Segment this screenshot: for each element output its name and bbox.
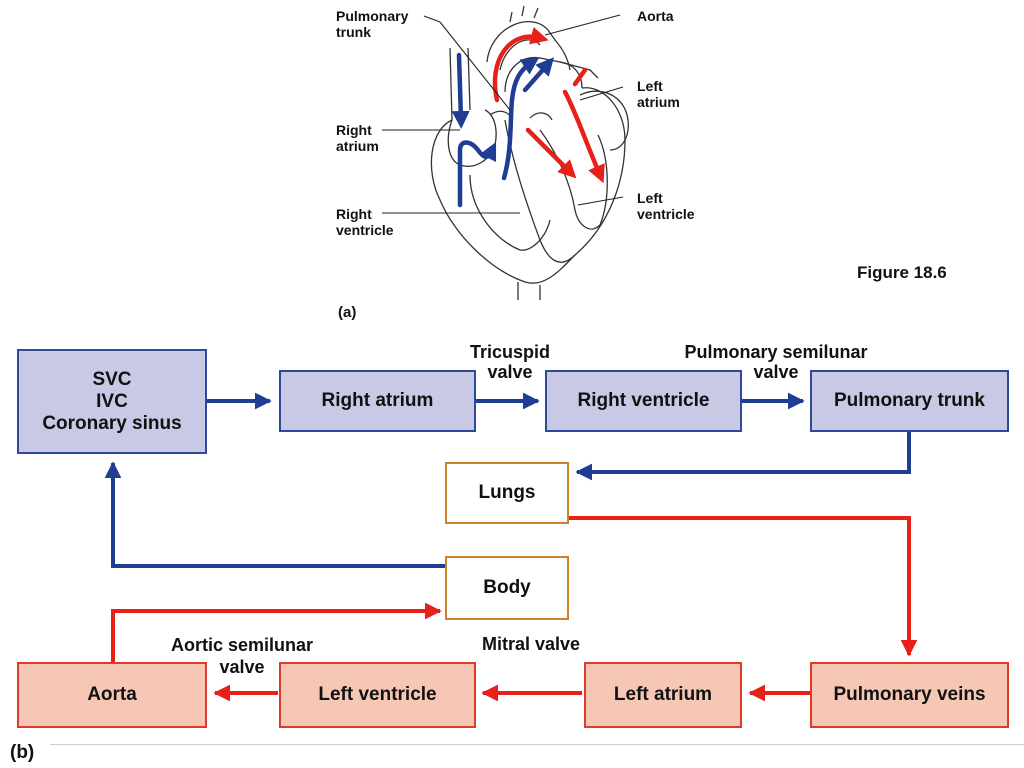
part-a-label: (a) [338, 304, 357, 321]
box-left-ventricle: Left ventricle [279, 662, 476, 728]
box-svc-ivc-coronary-sinus: SVC IVC Coronary sinus [17, 349, 207, 454]
box-body: Body [445, 556, 569, 620]
box-lungs: Lungs [445, 462, 569, 524]
arrow-aorta-to-body [111, 602, 442, 662]
arrow-lungs-to-pulmonary-veins [568, 516, 918, 657]
blue-connectors [104, 392, 911, 568]
box-left-atrium: Left atrium [584, 662, 742, 728]
bottom-divider [50, 744, 1024, 745]
part-b-label: (b) [10, 742, 35, 763]
box-aorta: Aorta [17, 662, 207, 728]
arrow-pulmonary-trunk-to-lungs [575, 432, 911, 481]
box-pulmonary-trunk: Pulmonary trunk [810, 370, 1009, 432]
box-right-ventricle: Right ventricle [545, 370, 742, 432]
box-pulmonary-veins: Pulmonary veins [810, 662, 1009, 728]
label-mitral-valve: Mitral valve [481, 634, 581, 654]
heart-outline [430, 5, 629, 300]
label-pulmonary-trunk: Pulmonary trunk [336, 8, 409, 40]
label-aortic-semilunar-valve: Aortic semilunar valve [170, 635, 314, 677]
heart-leader-lines [382, 14, 624, 214]
heart-illustration [382, 5, 629, 300]
box-right-atrium: Right atrium [279, 370, 476, 432]
label-left-atrium: Left atrium [637, 78, 680, 110]
label-tricuspid-valve: Tricuspid valve [469, 342, 550, 382]
label-left-ventricle: Left ventricle [637, 190, 695, 222]
red-connectors [111, 516, 918, 702]
label-right-ventricle: Right ventricle [336, 206, 394, 238]
oxygenated-flow-arrows [492, 26, 605, 184]
label-aorta: Aorta [637, 8, 674, 24]
label-pulmonary-semilunar-valve: Pulmonary semilunar valve [684, 342, 868, 382]
label-right-atrium: Right atrium [336, 122, 379, 154]
figure-caption: Figure 18.6 [857, 263, 947, 282]
deoxygenated-flow-arrows [451, 52, 554, 208]
arrow-body-to-svc [104, 461, 446, 568]
